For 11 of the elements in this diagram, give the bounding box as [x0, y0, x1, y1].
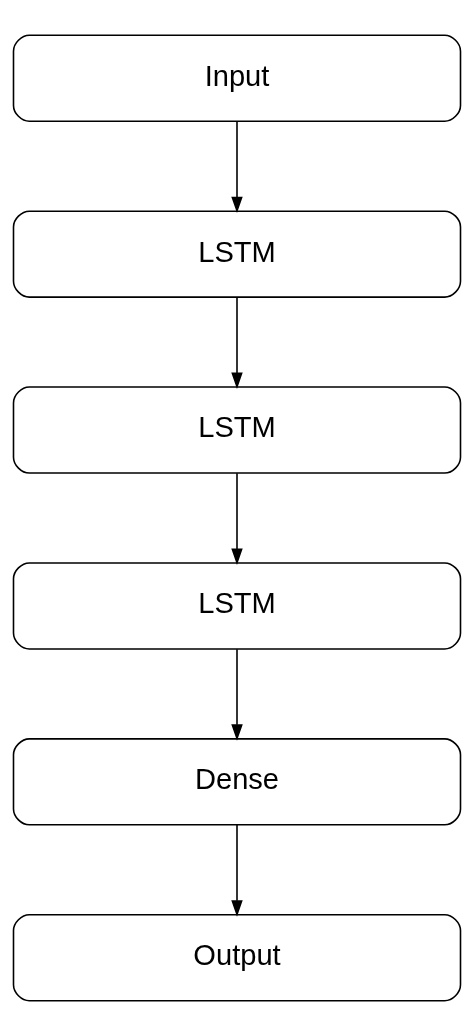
- arrow: [231, 823, 243, 917]
- node-box: LSTM: [12, 561, 462, 650]
- node-box: LSTM: [12, 209, 462, 298]
- node-box: Input: [12, 34, 462, 122]
- node-box: Dense: [12, 737, 462, 826]
- arrow: [231, 296, 243, 389]
- node-box: Output: [12, 913, 462, 1001]
- arrow: [231, 472, 243, 565]
- arrow: [231, 120, 243, 213]
- arrow: [231, 647, 243, 741]
- node-box: LSTM: [12, 385, 462, 474]
